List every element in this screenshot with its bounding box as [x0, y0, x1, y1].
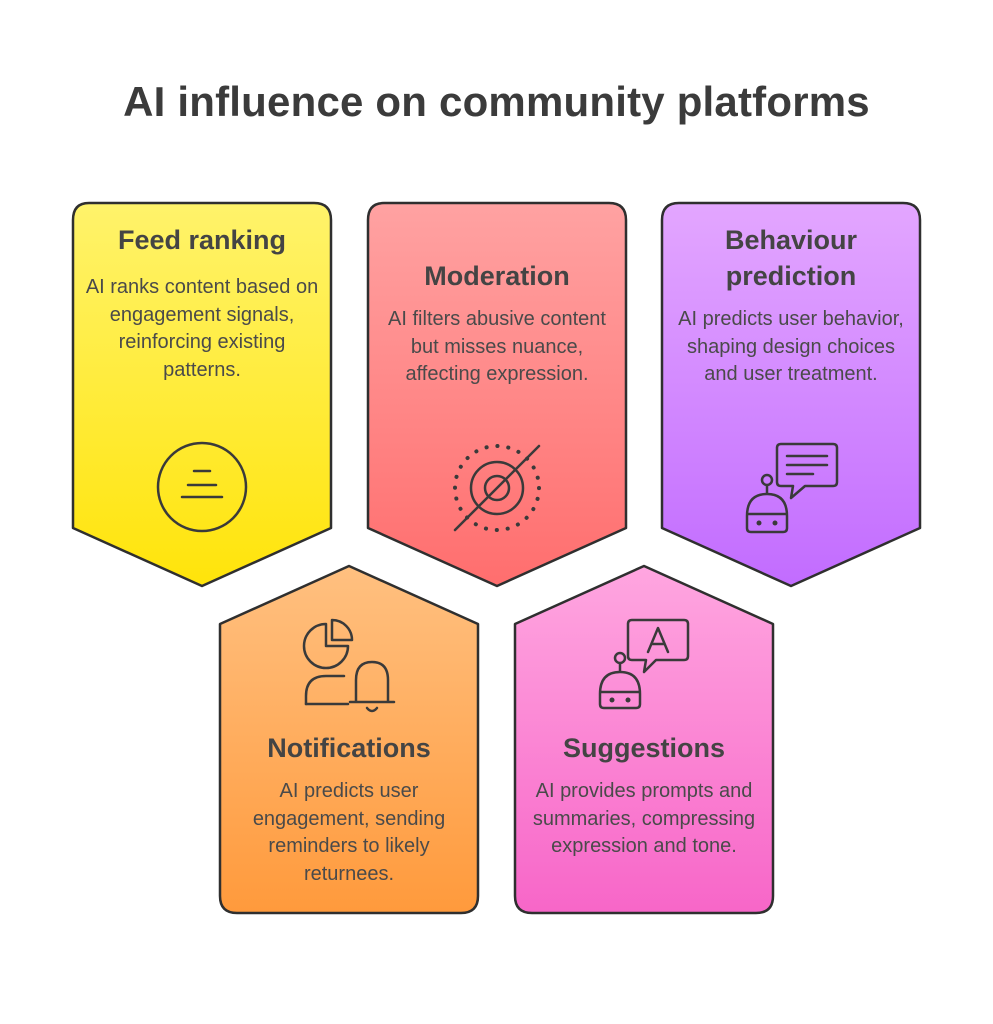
card-shape-suggestions [513, 564, 775, 915]
card-title: Moderation [424, 261, 570, 291]
card-notifications: Notifications AI predicts user engagemen… [232, 730, 466, 888]
card-title: Suggestions [562, 733, 725, 763]
card-description: AI ranks content based on engagement sig… [85, 276, 319, 381]
card-description: AI filters abusive content but misses nu… [388, 308, 606, 385]
card-behaviour-prediction: Behaviour prediction AI predicts user be… [674, 222, 908, 389]
card-description: AI predicts user behavior, shaping desig… [678, 308, 904, 385]
card-title: Behaviour prediction [724, 225, 858, 291]
card-shape-behaviour-prediction [660, 201, 922, 588]
card-description: AI predicts user engagement, sending rem… [252, 780, 446, 885]
robot-text-icon [598, 618, 690, 710]
card-feed-ranking: Feed ranking AI ranks content based on e… [85, 222, 319, 384]
sort-lines-icon [156, 441, 248, 533]
card-title: Feed ranking [117, 225, 287, 255]
card-moderation: Moderation AI filters abusive content bu… [380, 258, 614, 389]
card-shape-notifications [218, 564, 480, 915]
page-title: AI influence on community platforms [123, 78, 870, 125]
card-shape-feed-ranking [71, 201, 333, 588]
robot-chat-icon [745, 442, 839, 534]
card-suggestions: Suggestions AI provides prompts and summ… [527, 730, 761, 861]
card-shape-moderation [366, 201, 628, 588]
card-title: Notifications [267, 733, 431, 763]
filter-off-icon [453, 444, 541, 532]
card-description: AI provides prompts and summaries, compr… [532, 780, 756, 857]
user-bell-icon [302, 618, 396, 713]
